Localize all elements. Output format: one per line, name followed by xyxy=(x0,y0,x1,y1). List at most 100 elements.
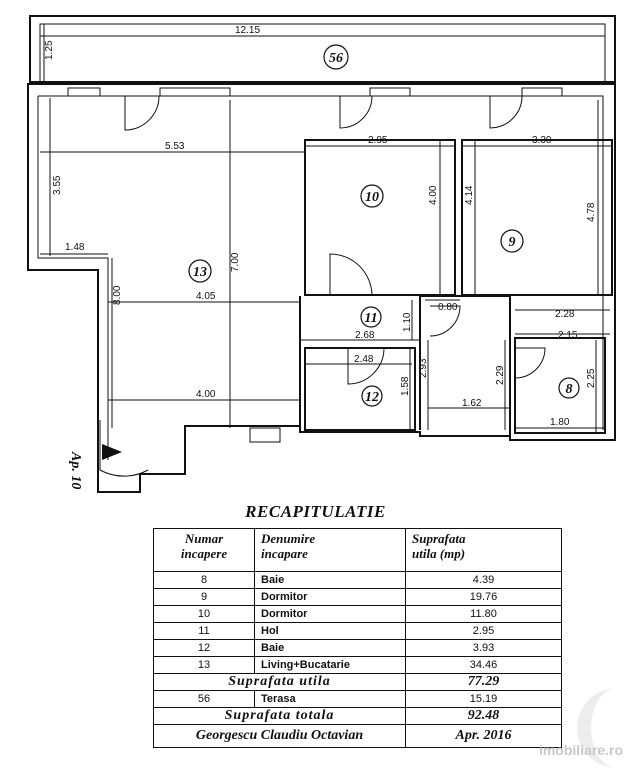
terrace-row: 56 Terasa 15.19 xyxy=(153,690,562,708)
room-area: 3.93 xyxy=(405,639,562,657)
owner-ref: Apr. 2016 xyxy=(405,724,562,748)
terrace-area: 15.19 xyxy=(405,690,562,708)
useful-area-row: Suprafata utila 77.29 xyxy=(153,673,562,691)
owner-row: Georgescu Claudiu Octavian Apr. 2016 xyxy=(153,724,562,748)
room-label-12: 12 xyxy=(365,390,379,405)
dim-2-93: 2.93 xyxy=(418,358,429,378)
room-label-8: 8 xyxy=(566,382,573,397)
window-5 xyxy=(249,427,281,443)
room-12-walls xyxy=(304,347,416,431)
apartment-label: Ap. 10 xyxy=(68,451,83,489)
total-area-row: Suprafata totala 92.48 xyxy=(153,707,562,725)
table-row: 12 Baie 3.93 xyxy=(153,639,562,657)
room-area: 11.80 xyxy=(405,605,562,623)
dim-1-25: 1.25 xyxy=(44,40,55,60)
room-label-9: 9 xyxy=(509,235,516,250)
room-number: 8 xyxy=(153,571,255,589)
terrace-number: 56 xyxy=(153,690,255,708)
dim-4-00-h: 4.00 xyxy=(196,389,216,400)
door-10-top xyxy=(339,95,373,129)
dim-2-25: 2.25 xyxy=(586,368,597,388)
total-area-value: 92.48 xyxy=(405,707,562,725)
dim-2-95: 2.95 xyxy=(368,135,388,146)
useful-area-label: Suprafata utila xyxy=(153,673,406,691)
door-12 xyxy=(347,347,385,385)
terrace-name: Terasa xyxy=(254,690,406,708)
room-label-10: 10 xyxy=(365,190,379,205)
room-name: Living+Bucatarie xyxy=(254,656,406,674)
room-number: 11 xyxy=(153,622,255,640)
dim-3-55: 3.55 xyxy=(52,175,63,195)
outer-wall xyxy=(27,83,616,493)
dim-4-05: 4.05 xyxy=(196,291,216,302)
room-number: 12 xyxy=(153,639,255,657)
dim-8-00: 8.00 xyxy=(112,285,123,305)
room-label-11: 11 xyxy=(364,311,377,326)
room-9-walls xyxy=(461,139,613,296)
dim-2-68: 2.68 xyxy=(355,330,375,341)
door-9-top xyxy=(489,95,523,129)
dim-4-78: 4.78 xyxy=(586,202,597,222)
door-entrance xyxy=(99,420,149,477)
entrance-arrow-icon xyxy=(102,444,122,460)
dim-5-53: 5.53 xyxy=(165,141,185,152)
total-area-label: Suprafata totala xyxy=(153,707,406,725)
room-number: 9 xyxy=(153,588,255,606)
dim-1-48: 1.48 xyxy=(65,242,85,253)
dim-12-15: 12.15 xyxy=(235,25,260,36)
window-3 xyxy=(369,87,411,97)
room-8-walls xyxy=(514,337,606,434)
window-1 xyxy=(67,87,101,97)
dim-2-29: 2.29 xyxy=(495,365,506,385)
room-name: Baie xyxy=(254,639,406,657)
dim-2-28: 2.28 xyxy=(555,309,575,320)
dim-1-10: 1.10 xyxy=(402,312,413,332)
room-label-13: 13 xyxy=(193,265,207,280)
room-name: Baie xyxy=(254,571,406,589)
dim-1-58: 1.58 xyxy=(400,376,411,396)
door-8 xyxy=(514,347,546,379)
door-13 xyxy=(124,95,160,131)
room-name: Dormitor xyxy=(254,588,406,606)
table-row: 9 Dormitor 19.76 xyxy=(153,588,562,606)
room-area: 2.95 xyxy=(405,622,562,640)
owner-name: Georgescu Claudiu Octavian xyxy=(153,724,406,748)
dim-4-00-v: 4.00 xyxy=(428,185,439,205)
floor-plan: 12.15 1.25 5.53 2.95 3.30 3.55 1.48 4.00… xyxy=(27,15,616,493)
table-row: 10 Dormitor 11.80 xyxy=(153,605,562,623)
terrace-outline xyxy=(29,15,616,83)
room-area: 19.76 xyxy=(405,588,562,606)
dim-0-80: 0.80 xyxy=(438,302,458,313)
window-4 xyxy=(521,87,563,97)
inner-wall-offset xyxy=(37,95,604,460)
room-label-56: 56 xyxy=(329,51,343,66)
room-area: 4.39 xyxy=(405,571,562,589)
door-10 xyxy=(329,253,373,297)
terrace-inner xyxy=(39,23,606,83)
room-number: 13 xyxy=(153,656,255,674)
door-hall xyxy=(429,305,461,337)
dim-4-14: 4.14 xyxy=(464,185,475,205)
dim-3-30: 3.30 xyxy=(532,135,552,146)
window-2 xyxy=(159,87,231,97)
table-row: 13 Living+Bucatarie 34.46 xyxy=(153,656,562,674)
useful-area-value: 77.29 xyxy=(405,673,562,691)
room-name: Hol xyxy=(254,622,406,640)
watermark-text: imobiliare.ro xyxy=(538,742,623,758)
recap-title: RECAPITULATIE xyxy=(245,502,386,521)
dim-2-15: 2.15 xyxy=(558,330,578,341)
room-10-walls xyxy=(304,139,456,296)
table-row: 11 Hol 2.95 xyxy=(153,622,562,640)
room-name: Dormitor xyxy=(254,605,406,623)
dim-2-48: 2.48 xyxy=(354,354,374,365)
room-area: 34.46 xyxy=(405,656,562,674)
room-number: 10 xyxy=(153,605,255,623)
dim-1-62: 1.62 xyxy=(462,398,482,409)
table-row: 8 Baie 4.39 xyxy=(153,571,562,589)
dim-1-80: 1.80 xyxy=(550,417,570,428)
